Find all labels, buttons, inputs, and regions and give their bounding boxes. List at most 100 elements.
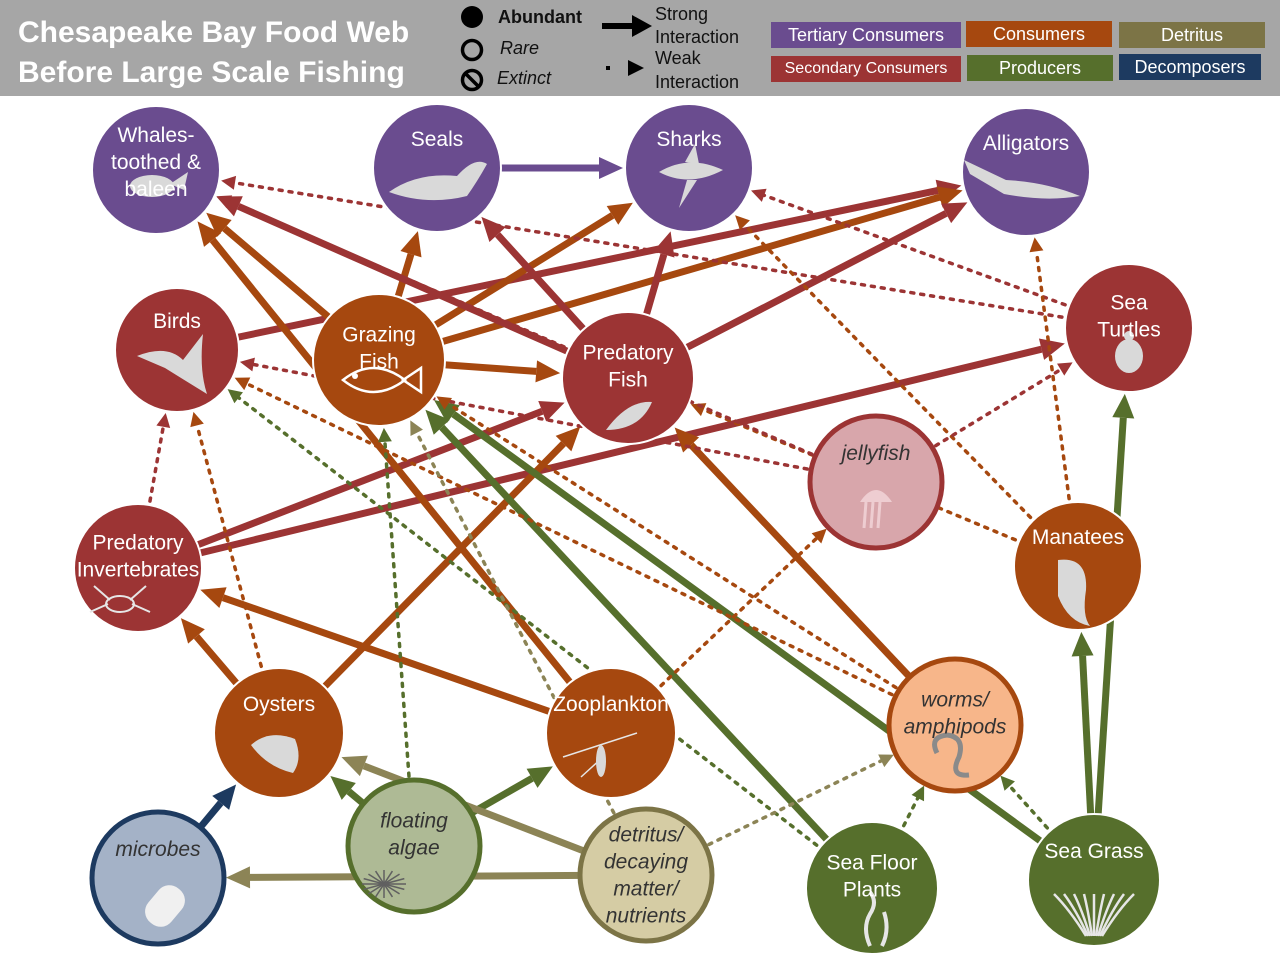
node-label: amphipods <box>904 716 1007 739</box>
abundant-icon <box>461 6 483 28</box>
node-label: Sea Floor <box>826 852 917 875</box>
node-label: Predatory <box>92 532 184 555</box>
seal-icon <box>389 161 487 201</box>
alligator-icon <box>964 160 1080 199</box>
link-grazing-to-sharks <box>428 202 633 332</box>
node-algae: floating algae <box>345 777 483 915</box>
link-jellyfish-to-birds <box>239 357 819 473</box>
predatory-fish-icon <box>606 401 652 430</box>
node-label: Predatory <box>582 342 674 365</box>
node-label: Invertebrates <box>77 559 200 582</box>
node-label: matter/ <box>613 878 681 901</box>
node-label: Turtles <box>1097 319 1160 342</box>
node-seagrass: Sea Grass <box>1027 813 1161 947</box>
link-grazing-to-predfish <box>438 360 561 383</box>
node-zoo: Zooplankton <box>545 667 677 799</box>
legend-weak-label-2: Interaction <box>655 72 740 92</box>
legend-secondary-consumers: Secondary Consumers <box>771 56 961 82</box>
node-label: Sea Grass <box>1044 840 1143 863</box>
link-jellyfish-to-whales <box>216 195 823 460</box>
node-label: Alligators <box>983 132 1069 155</box>
header: Chesapeake Bay Food Web Before Large Sca… <box>0 0 1280 96</box>
legend-extinct-label: Extinct <box>497 68 552 88</box>
link-zoo-to-jellyfish <box>652 528 827 695</box>
node-label: Fish <box>608 369 648 392</box>
node-manatees: Manatees <box>1013 501 1143 631</box>
turtle-icon <box>1115 331 1143 373</box>
diagram-subtitle: Before Large Scale Fishing <box>18 56 405 89</box>
node-alligators: Alligators <box>961 107 1091 237</box>
node-circle <box>89 809 227 947</box>
fish-icon <box>340 365 423 395</box>
microbe-icon <box>145 885 185 927</box>
link-turtles-to-sharks <box>751 188 1077 310</box>
legend-strong-label-2: Interaction <box>655 27 740 47</box>
node-label: Birds <box>153 310 201 333</box>
node-label: Sea <box>1110 292 1148 315</box>
node-label: Seals <box>411 128 464 151</box>
link-grazing-to-alligators <box>435 186 963 347</box>
link-worms-to-predfish <box>674 427 917 684</box>
link-zoo-to-predinv <box>200 587 557 717</box>
abundance-legend-icons <box>460 6 484 92</box>
legend-rare-label: Rare <box>500 38 540 58</box>
legend-weak-label: Weak <box>655 48 701 68</box>
node-circle <box>807 413 945 551</box>
legend-abundant-label: Abundant <box>498 7 582 27</box>
link-grazing-to-whales <box>206 212 336 324</box>
node-label: toothed & <box>111 151 201 174</box>
link-seafloor-to-birds <box>227 389 827 854</box>
node-label: Plants <box>843 879 901 902</box>
node-worms: worms/amphipods <box>886 656 1024 794</box>
node-label: jellyfish <box>839 442 911 465</box>
node-circle <box>114 287 240 413</box>
node-circle <box>372 103 502 233</box>
link-grazing-to-seals <box>393 231 422 304</box>
link-oysters-to-birds <box>190 411 266 678</box>
node-sharks: Sharks <box>624 103 754 233</box>
node-circle <box>73 503 203 633</box>
node-circle <box>577 806 715 944</box>
seaweed-icon <box>864 890 889 947</box>
link-worms-to-grazing <box>436 396 907 695</box>
node-label: Zooplankton <box>553 693 669 716</box>
node-oysters: Oysters <box>213 667 345 799</box>
link-algae-to-grazing <box>377 427 412 788</box>
link-manatees-to-sharks <box>735 215 1040 527</box>
node-circle <box>91 105 221 235</box>
node-birds: Birds <box>114 287 240 413</box>
link-seafloor-to-worms <box>897 785 925 837</box>
node-label: Fish <box>359 351 399 374</box>
link-predinv-to-birds <box>146 412 171 513</box>
node-label: detritus/ <box>609 824 686 847</box>
link-oysters-to-predfish <box>317 426 581 694</box>
seagrass-icon <box>1053 893 1135 937</box>
oyster-icon <box>251 735 299 773</box>
node-circle <box>561 311 695 445</box>
node-label: nutrients <box>606 905 687 928</box>
link-detritus-to-worms <box>698 754 894 851</box>
diagram-title: Chesapeake Bay Food Web <box>18 16 410 49</box>
legend-detritus: Detritus <box>1119 22 1265 48</box>
legend-tertiary-consumers: Tertiary Consumers <box>771 22 961 48</box>
crab-icon <box>89 585 151 613</box>
node-label: algae <box>388 837 439 860</box>
node-circle <box>1064 263 1194 393</box>
node-circle <box>1027 813 1161 947</box>
node-label: Manatees <box>1032 526 1124 549</box>
node-circle <box>545 667 677 799</box>
node-label: worms/ <box>921 689 991 712</box>
node-label: floating <box>380 810 448 833</box>
jellyfish-icon <box>860 490 892 529</box>
legend-decomposers: Decomposers <box>1119 54 1261 80</box>
legend-consumers: Consumers <box>966 21 1112 47</box>
node-label: Oysters <box>243 693 315 716</box>
shark-icon <box>659 144 723 208</box>
node-label: baleen <box>124 178 187 201</box>
